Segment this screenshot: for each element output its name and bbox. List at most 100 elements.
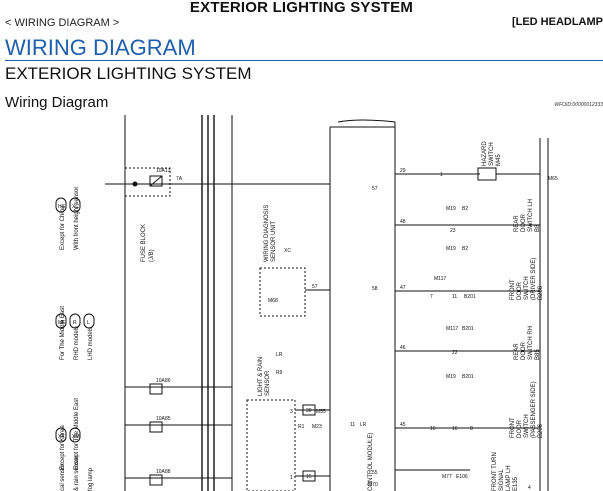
wire-conn: M117 [434,276,446,282]
light-rain-conn-r1: R1 [298,424,305,430]
wire-num: 11 [452,294,457,300]
wire-conn: M117 [446,326,458,332]
legend-xc: Except for China [60,205,66,250]
wire-conn: M19 [446,246,456,252]
light-rain-connector: R9 [276,370,283,376]
wiring-diagram[interactable]: With front height sensor Except for Chin… [0,110,603,491]
switch-name3: SWITCH [524,276,530,300]
wire-conn: E106 [456,474,468,480]
fuse-no: 13 [165,168,171,174]
fuse-left-no: 88 [165,469,171,475]
bcm-pin: 58 [372,286,378,292]
legend-l: LHD models [88,327,94,360]
light-rain-conn-m23: M23 [312,424,322,430]
switch-name: FRONT [510,279,516,300]
switch-name3: SWITCH LH [528,199,534,232]
switch-name2: DOOR [517,281,523,300]
legend-c1: cal sensor [60,464,66,491]
wire-conn: M19 [446,206,456,212]
legend-xk: Except for Korea [60,425,66,470]
code-xc: XC [72,204,79,210]
code-r: R [73,320,77,326]
switch-name4: (PASSENGER SIDE) [531,381,537,438]
switch-name3: LAMP LH [506,465,512,491]
switch-name: REAR [514,215,520,232]
light-rain-wire-a: 30 [306,408,312,414]
wiring-sensor-pin: 57 [312,284,318,290]
switch-name2: DOOR [521,213,527,232]
switch-conn: M45 [496,154,502,166]
heading-divider [5,60,603,61]
main-heading: WIRING DIAGRAM [5,35,196,60]
light-rain-wire-b: 15 [306,474,312,480]
legend-c3: fog lamp [88,467,94,491]
switch-side-conn: M65 [548,176,558,182]
code-me: ME [58,320,66,326]
light-rain-pin-a: 3 [290,409,293,415]
bcm-pin: 57 [372,186,378,192]
switch-name3: SWITCH [524,414,530,438]
legend-codes [55,197,95,443]
switch-name: REAR [514,343,520,360]
wire-num: 16 [452,426,458,432]
bcm-right-pin: 45 [400,422,406,428]
code-xk: XK [58,434,65,440]
fuse-left-amp: 10A [156,378,166,384]
light-rain-pin-b: 1 [290,475,293,481]
wire-conn: B201 [462,374,474,380]
wire-num: 8 [470,426,473,432]
bcm-right-pin: 46 [400,345,406,351]
bcm-right-pin: 48 [400,219,406,225]
code-hs: HS [58,204,66,210]
wire-num: 16 [430,426,436,432]
wire-num: 23 [450,228,456,234]
bcm-right-pin: 47 [400,285,406,291]
fuse-left-amp: 10A [156,469,166,475]
breadcrumb[interactable]: < WIRING DIAGRAM > [5,17,120,29]
light-rain-subtitle: SENSOR [265,370,271,396]
wire-num: 1 [440,172,443,178]
wire-conn: M19 [446,374,456,380]
legend-xm: Except for The Middle East [74,398,80,470]
bcm-pin: 55 [372,470,378,476]
fuse-amp: 10A [156,168,166,174]
switch-name4: (DRIVER SIDE) [531,258,537,300]
wire-conn: B201 [462,326,474,332]
wire-conn: B2 [462,246,468,252]
switch-conn: B8 [535,224,541,232]
legend-me: For The Middle East [60,306,66,360]
switch-name: FRONT TURN [492,452,498,491]
switch-name2: SIGNAL [499,468,505,491]
wire-conn: B2 [462,206,468,212]
wiring-sensor-code: XC [284,248,291,254]
section-tag: [LED HEADLAMP [511,16,603,28]
legend-r: RHD models [74,326,80,360]
section-heading: Wiring Diagram [5,94,109,111]
switch-name3: SWITCH RH [528,326,534,360]
switch-name2: DOOR [517,419,523,438]
switch-name: HAZARD [482,141,488,166]
code-l: L [87,320,90,326]
wire-num: 7 [430,294,433,300]
switch-conn: E135 [513,476,519,491]
fuse-left-no: 85 [165,416,171,422]
wiring-sensor-title: WIRING DIAGNOSIS [264,205,270,262]
switch-conn: B206 [538,423,544,438]
switch-name: FRONT [510,417,516,438]
code-xm: XM [72,434,80,440]
fuse-block-title: FUSE BLOCK [141,224,147,262]
page-title: EXTERIOR LIGHTING SYSTEM [189,0,414,16]
fuse-left-amp: 10A [156,416,166,422]
bcm-code: LR [360,422,367,428]
wire-conn: B201 [464,294,476,300]
bcm-bottom-conn: M70 [368,482,378,488]
fuse-left-no: 86 [165,378,171,384]
legend-hs: With front height sensor [74,187,80,250]
bcm-label: CONTROL MODULE) [368,433,374,491]
switch-conn: B85 [535,349,541,360]
switch-name2: DOOR [521,341,527,360]
wire-num: 22 [452,350,458,356]
wiring-sensor-subtitle: SENSOR UNIT [271,221,277,262]
fuse-block-subtitle: (J/B) [149,249,155,262]
bcm-right-pin: 29 [400,168,406,174]
